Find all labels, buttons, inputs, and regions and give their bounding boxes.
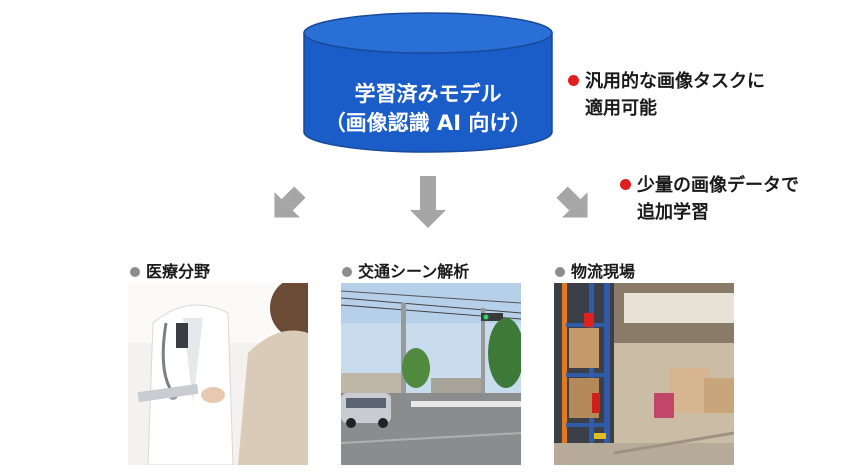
note-line: 汎用的な画像タスクに bbox=[585, 71, 765, 92]
cylinder-database-icon bbox=[303, 12, 553, 153]
note-general-tasks: 汎用的な画像タスクに 適用可能 bbox=[568, 68, 765, 122]
down-arrow-icon bbox=[410, 176, 446, 228]
category-label: 医療分野 bbox=[146, 262, 211, 281]
gray-bullet-icon bbox=[555, 267, 565, 277]
gray-bullet-icon bbox=[342, 267, 352, 277]
model-title: 学習済みモデル bbox=[354, 82, 502, 106]
category-medical: 医療分野 bbox=[130, 258, 210, 282]
down-right-arrow-icon bbox=[556, 186, 588, 218]
note-line: 追加学習 bbox=[637, 202, 709, 223]
category-label: 交通シーン解析 bbox=[358, 262, 470, 281]
logistics-photo bbox=[554, 283, 734, 465]
model-subtitle: （画像認識 AI 向け） bbox=[324, 111, 532, 135]
category-traffic: 交通シーン解析 bbox=[342, 258, 469, 282]
down-left-arrow-icon bbox=[274, 186, 306, 218]
traffic-photo bbox=[341, 283, 521, 465]
medical-photo bbox=[128, 283, 308, 465]
category-logistics: 物流現場 bbox=[555, 258, 635, 282]
note-line: 少量の画像データで bbox=[637, 175, 799, 196]
red-bullet-icon bbox=[568, 75, 579, 86]
note-additional-learning: 少量の画像データで 追加学習 bbox=[620, 172, 799, 226]
gray-bullet-icon bbox=[130, 267, 140, 277]
red-bullet-icon bbox=[620, 179, 631, 190]
category-label: 物流現場 bbox=[571, 262, 636, 281]
note-line: 適用可能 bbox=[585, 98, 657, 119]
